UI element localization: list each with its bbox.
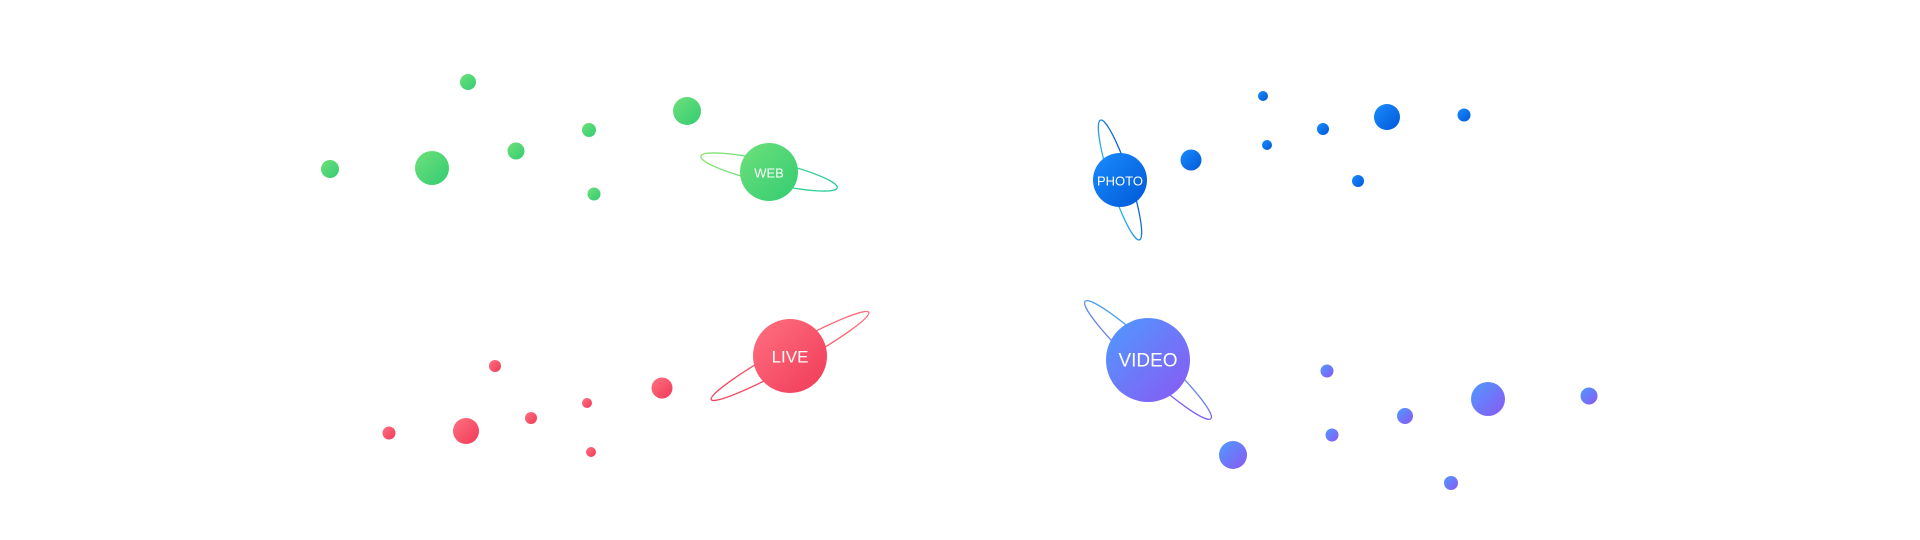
live-moon — [382, 426, 396, 440]
live-planet[interactable]: LIVE — [706, 304, 873, 409]
video-moon — [1444, 476, 1458, 490]
web-moon — [507, 142, 525, 160]
web-moon — [673, 97, 701, 125]
live-moon — [586, 447, 596, 457]
photo-moon — [1258, 91, 1268, 101]
video-moon — [1471, 382, 1505, 416]
video-group: VIDEO — [1077, 293, 1598, 490]
photo-moon — [1262, 140, 1272, 150]
live-moon — [453, 418, 479, 444]
photo-moon — [1180, 149, 1202, 171]
video-moon — [1320, 364, 1334, 378]
video-moon — [1219, 441, 1247, 469]
live-moon — [582, 398, 592, 408]
web-planet-body — [740, 143, 798, 201]
video-moon — [1580, 387, 1598, 405]
photo-moon — [1352, 175, 1364, 187]
photo-label: PHOTO — [1097, 174, 1143, 189]
live-moon — [651, 377, 673, 399]
video-moon — [1397, 408, 1413, 424]
web-planet[interactable]: WEB — [698, 143, 839, 201]
photo-planet[interactable]: PHOTO — [1091, 117, 1149, 243]
web-moon — [415, 151, 449, 185]
photo-moon — [1317, 123, 1329, 135]
live-group: LIVE — [382, 304, 873, 457]
web-moon — [587, 187, 601, 201]
web-group: WEB — [321, 74, 839, 201]
live-planet-body — [753, 319, 827, 393]
live-label: LIVE — [772, 348, 809, 367]
web-label: WEB — [754, 166, 784, 181]
video-planet-body — [1106, 318, 1190, 402]
web-moon — [582, 123, 596, 137]
video-planet[interactable]: VIDEO — [1077, 293, 1219, 428]
web-moon — [321, 160, 339, 178]
live-moon — [525, 412, 537, 424]
photo-group: PHOTO — [1091, 91, 1471, 243]
video-moon — [1325, 428, 1339, 442]
photo-moon — [1374, 104, 1400, 130]
video-label: VIDEO — [1118, 351, 1177, 372]
live-moon — [489, 360, 501, 372]
web-moon — [460, 74, 476, 90]
photo-moon — [1457, 108, 1471, 122]
photo-planet-body — [1093, 153, 1147, 207]
